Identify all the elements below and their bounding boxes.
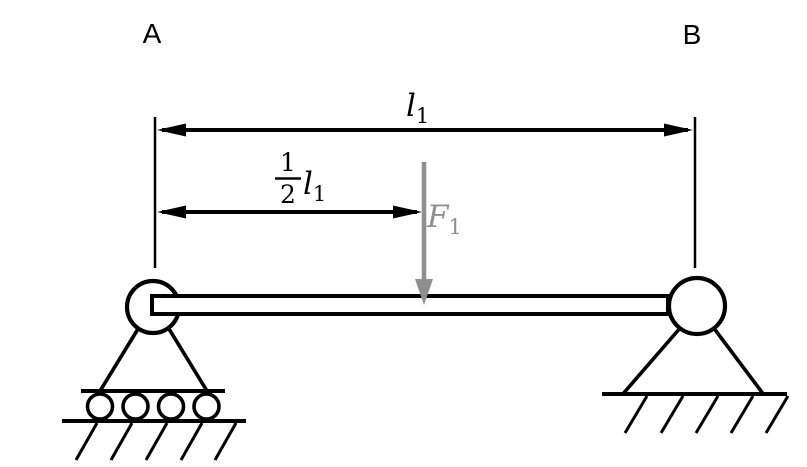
support-b-label: B: [683, 19, 702, 50]
hatch-line: [179, 422, 204, 461]
hatch-line: [144, 422, 169, 461]
roller-wheel: [156, 392, 186, 421]
support-b-ground-hatching: [623, 395, 790, 434]
diagram-labels: A B l1 1 2 l1: [143, 18, 702, 209]
hatch-line: [764, 395, 790, 434]
support-a-left-leg: [98, 323, 143, 392]
hatch-line: [74, 422, 99, 461]
fraction-denominator: 2: [280, 180, 296, 209]
roller-wheel: [192, 392, 221, 421]
hatch-line: [213, 422, 238, 461]
hatch-line: [694, 395, 720, 434]
support-a-ground-hatching: [74, 422, 238, 461]
span-dimension-label: l1: [406, 88, 429, 128]
half-span-arrowhead-left: [157, 205, 186, 219]
support-b-pin-circle: [666, 275, 728, 337]
half-span-dimension-label: 1 2 l1: [275, 148, 326, 209]
support-b-left-leg: [620, 325, 683, 397]
force-label: F1: [426, 199, 462, 239]
hatch-line: [623, 395, 649, 434]
support-b-right-leg: [711, 325, 766, 397]
roller-wheel: [85, 392, 115, 421]
support-a-right-leg: [164, 323, 209, 392]
hatch-line: [729, 395, 755, 434]
half-span-symbol: l1: [303, 166, 326, 206]
hatch-line: [659, 395, 685, 434]
force-arrowhead: [415, 279, 433, 305]
fraction-numerator: 1: [280, 148, 296, 177]
dimensioning: [153, 117, 697, 268]
force-arrow-fill-group: F1: [415, 162, 462, 305]
half-span-arrowhead-right: [393, 205, 422, 219]
support-b-pin: [602, 325, 790, 434]
force-arrow-group: F1: [415, 162, 462, 305]
support-a-label: A: [143, 18, 162, 49]
hatch-line: [109, 422, 134, 461]
span-dim-arrowhead-left: [157, 123, 186, 137]
beam: [150, 294, 670, 316]
roller-wheel: [121, 392, 150, 421]
span-dim-arrowhead-right: [664, 123, 693, 137]
